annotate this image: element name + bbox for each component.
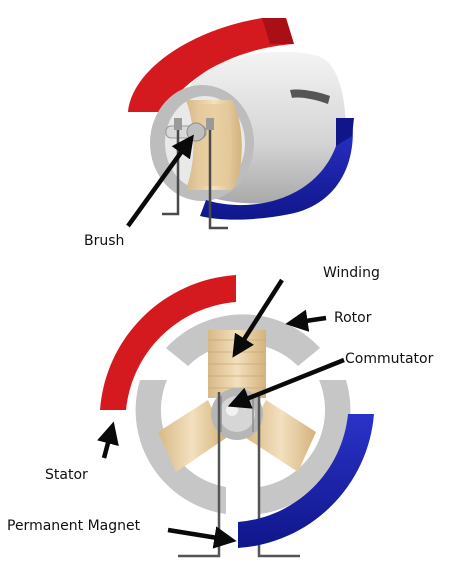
label-commutator: Commutator [345,351,434,367]
label-winding: Winding [323,265,380,281]
rotor-ring-left [135,380,226,514]
commutator-arrow [227,357,345,409]
brush-lead-right-2 [257,392,300,558]
label-stator: Stator [45,467,88,483]
rotor-slot [290,89,330,104]
brush-lead-right [208,118,228,230]
permanent-magnet-arrow [167,526,237,549]
motor-cross-section [97,275,374,558]
rotor-arrow [285,309,327,332]
stator-magnet-red [100,275,236,410]
rotor-ring-right [260,380,351,514]
winding-right [246,400,316,472]
stator-magnet-blue [238,414,374,548]
motor-3d-view [126,18,354,230]
brush-lead-left-2 [178,392,221,558]
stator-arrow [97,421,119,459]
stator-magnet-blue-3d [200,118,353,220]
label-brush: Brush [84,233,125,249]
label-rotor: Rotor [334,310,372,326]
brush-arrow [126,134,194,228]
commutator-3d [186,122,206,142]
winding-arrow [232,278,284,358]
stator-magnet-red-edge [262,18,294,44]
stator-magnet-red-3d [128,18,294,112]
label-permanent-magnet: Permanent Magnet [7,518,141,534]
winding-left [158,400,226,472]
